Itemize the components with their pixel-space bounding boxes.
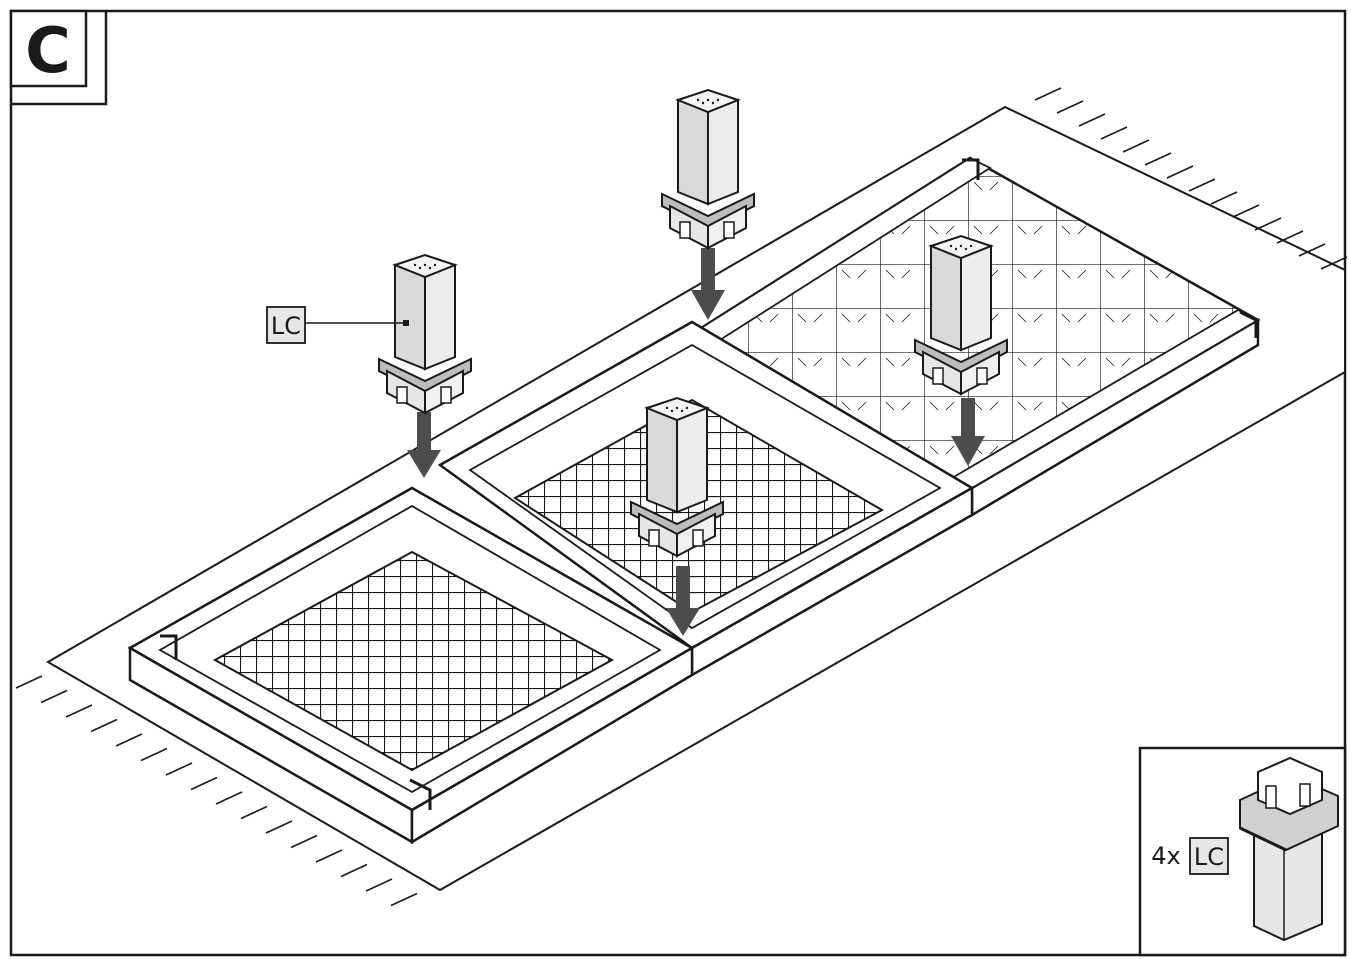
- inset-label: LC: [1194, 843, 1224, 871]
- hatch-mark: [340, 863, 368, 878]
- hatch-mark: [1056, 100, 1084, 114]
- hatch-mark: [365, 878, 393, 892]
- hatch-mark: [65, 704, 93, 718]
- inset-quantity: 4x: [1151, 842, 1180, 870]
- hatch-mark: [1254, 217, 1282, 231]
- hatch-mark: [390, 892, 418, 907]
- pedestal-left: [378, 253, 472, 415]
- hatch-mark: [140, 747, 168, 762]
- hatch-mark: [165, 762, 193, 776]
- tray-near: [127, 486, 695, 845]
- callout-label: LC: [271, 312, 301, 340]
- callout-label-box: [266, 306, 306, 344]
- hatch-mark: [90, 718, 118, 733]
- hatch-mark: [1078, 113, 1106, 127]
- hatch-mark: [1188, 178, 1216, 192]
- arrow-down-1: [407, 412, 441, 478]
- hatch-mark: [215, 791, 243, 805]
- hatch-mark: [1144, 152, 1172, 166]
- hatch-mark: [115, 733, 143, 747]
- hatch-mark: [315, 849, 343, 863]
- part-callout: LC: [266, 306, 409, 344]
- step-letter: C: [25, 14, 71, 87]
- hatch-mark: [290, 834, 318, 849]
- step-label: C: [0, 0, 108, 106]
- outer-frame: [9, 9, 1347, 957]
- arrow-down-2: [691, 248, 725, 320]
- hatch-mark: [1210, 191, 1238, 205]
- inset-pedestal-icon: [1239, 756, 1339, 942]
- hatch-mark: [265, 820, 293, 834]
- hatch-mark: [190, 776, 218, 791]
- hatch-mark: [1034, 87, 1062, 101]
- hatch-mark: [1166, 165, 1194, 179]
- hatch-mark: [1232, 204, 1260, 218]
- hatch-mark: [1122, 139, 1150, 153]
- hatch-mark: [40, 689, 68, 704]
- hatch-mark: [240, 805, 268, 820]
- hatch-mark: [1100, 126, 1128, 140]
- hatch-mark: [15, 675, 43, 689]
- parts-inset: 4x LC: [1138, 746, 1347, 957]
- hatch-mark: [1276, 230, 1304, 244]
- hatch-mark: [1320, 256, 1348, 270]
- pedestal-group: [378, 88, 1008, 558]
- placement-arrows: [407, 248, 985, 636]
- arrow-down-4: [666, 566, 700, 636]
- arrow-down-3: [951, 398, 985, 466]
- pedestal-back: [661, 88, 755, 250]
- hatch-mark: [1298, 243, 1326, 257]
- pedestal-center: [630, 396, 724, 558]
- inset-label-box: [1189, 837, 1229, 875]
- pedestal-right: [914, 234, 1008, 396]
